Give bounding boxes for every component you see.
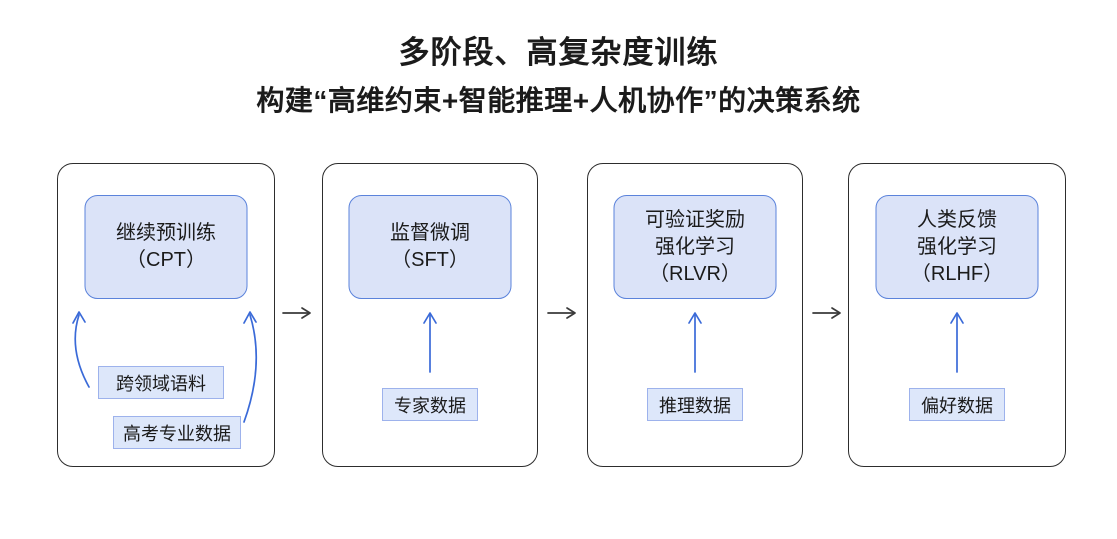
up-arrow-head	[423, 312, 437, 324]
stage-card-cpt: 继续预训练 （CPT） 跨领域语料 高考专业数据	[57, 163, 275, 467]
stage-card-rlvr: 可验证奖励 强化学习 （RLVR） 推理数据	[587, 163, 803, 467]
stage-cpt-abbr: （CPT）	[126, 249, 206, 271]
connector-arrow-rlvr-rlhf	[812, 307, 841, 319]
input-label-cross-domain-corpus: 跨领域语料	[98, 366, 224, 399]
stage-rlhf-name-2: 强化学习	[917, 235, 997, 258]
right-arrow-head	[566, 307, 576, 319]
up-arrow-head	[688, 312, 702, 324]
sft-input-arrow	[423, 312, 437, 373]
stage-rlvr-name-1: 可验证奖励	[645, 208, 745, 231]
connector-arrow-sft-rlvr	[547, 307, 576, 319]
input-label-gaokao-data: 高考专业数据	[113, 416, 241, 449]
curved-arrow-right-head	[243, 311, 257, 324]
stage-cpt-name: 继续预训练	[116, 222, 216, 244]
input-label-reasoning-data: 推理数据	[647, 388, 743, 421]
curved-arrow-left	[74, 314, 90, 388]
input-label-expert-data: 专家数据	[382, 388, 478, 421]
right-arrow-head	[301, 307, 311, 319]
stage-rlhf-name-1: 人类反馈	[917, 208, 997, 231]
up-arrow-head	[950, 312, 964, 324]
stage-rlvr-abbr: （RLVR）	[649, 262, 741, 285]
curved-arrow-left-head	[72, 311, 86, 324]
stage-card-rlhf: 人类反馈 强化学习 （RLHF） 偏好数据	[848, 163, 1066, 467]
curved-arrow-right	[243, 314, 258, 423]
stage-box-cpt: 继续预训练 （CPT）	[84, 195, 248, 299]
connector-arrow-cpt-sft	[282, 307, 311, 319]
rlvr-input-arrow	[688, 312, 702, 373]
stage-sft-abbr: （SFT）	[391, 249, 469, 271]
stage-rlvr-name-2: 强化学习	[655, 235, 735, 258]
stage-sft-name: 监督微调	[390, 222, 470, 244]
diagram-subtitle: 构建“高维约束+智能推理+人机协作”的决策系统	[256, 85, 861, 116]
stage-box-rlhf: 人类反馈 强化学习 （RLHF）	[875, 195, 1039, 299]
input-label-preference-data: 偏好数据	[909, 388, 1005, 421]
stage-box-sft: 监督微调 （SFT）	[348, 195, 512, 299]
stage-box-rlvr: 可验证奖励 强化学习 （RLVR）	[613, 195, 777, 299]
rlhf-input-arrow	[950, 312, 964, 373]
stage-rlhf-abbr: （RLHF）	[910, 262, 1004, 285]
right-arrow-head	[831, 307, 841, 319]
stage-card-sft: 监督微调 （SFT） 专家数据	[322, 163, 538, 467]
diagram-title: 多阶段、高复杂度训练	[398, 35, 719, 70]
